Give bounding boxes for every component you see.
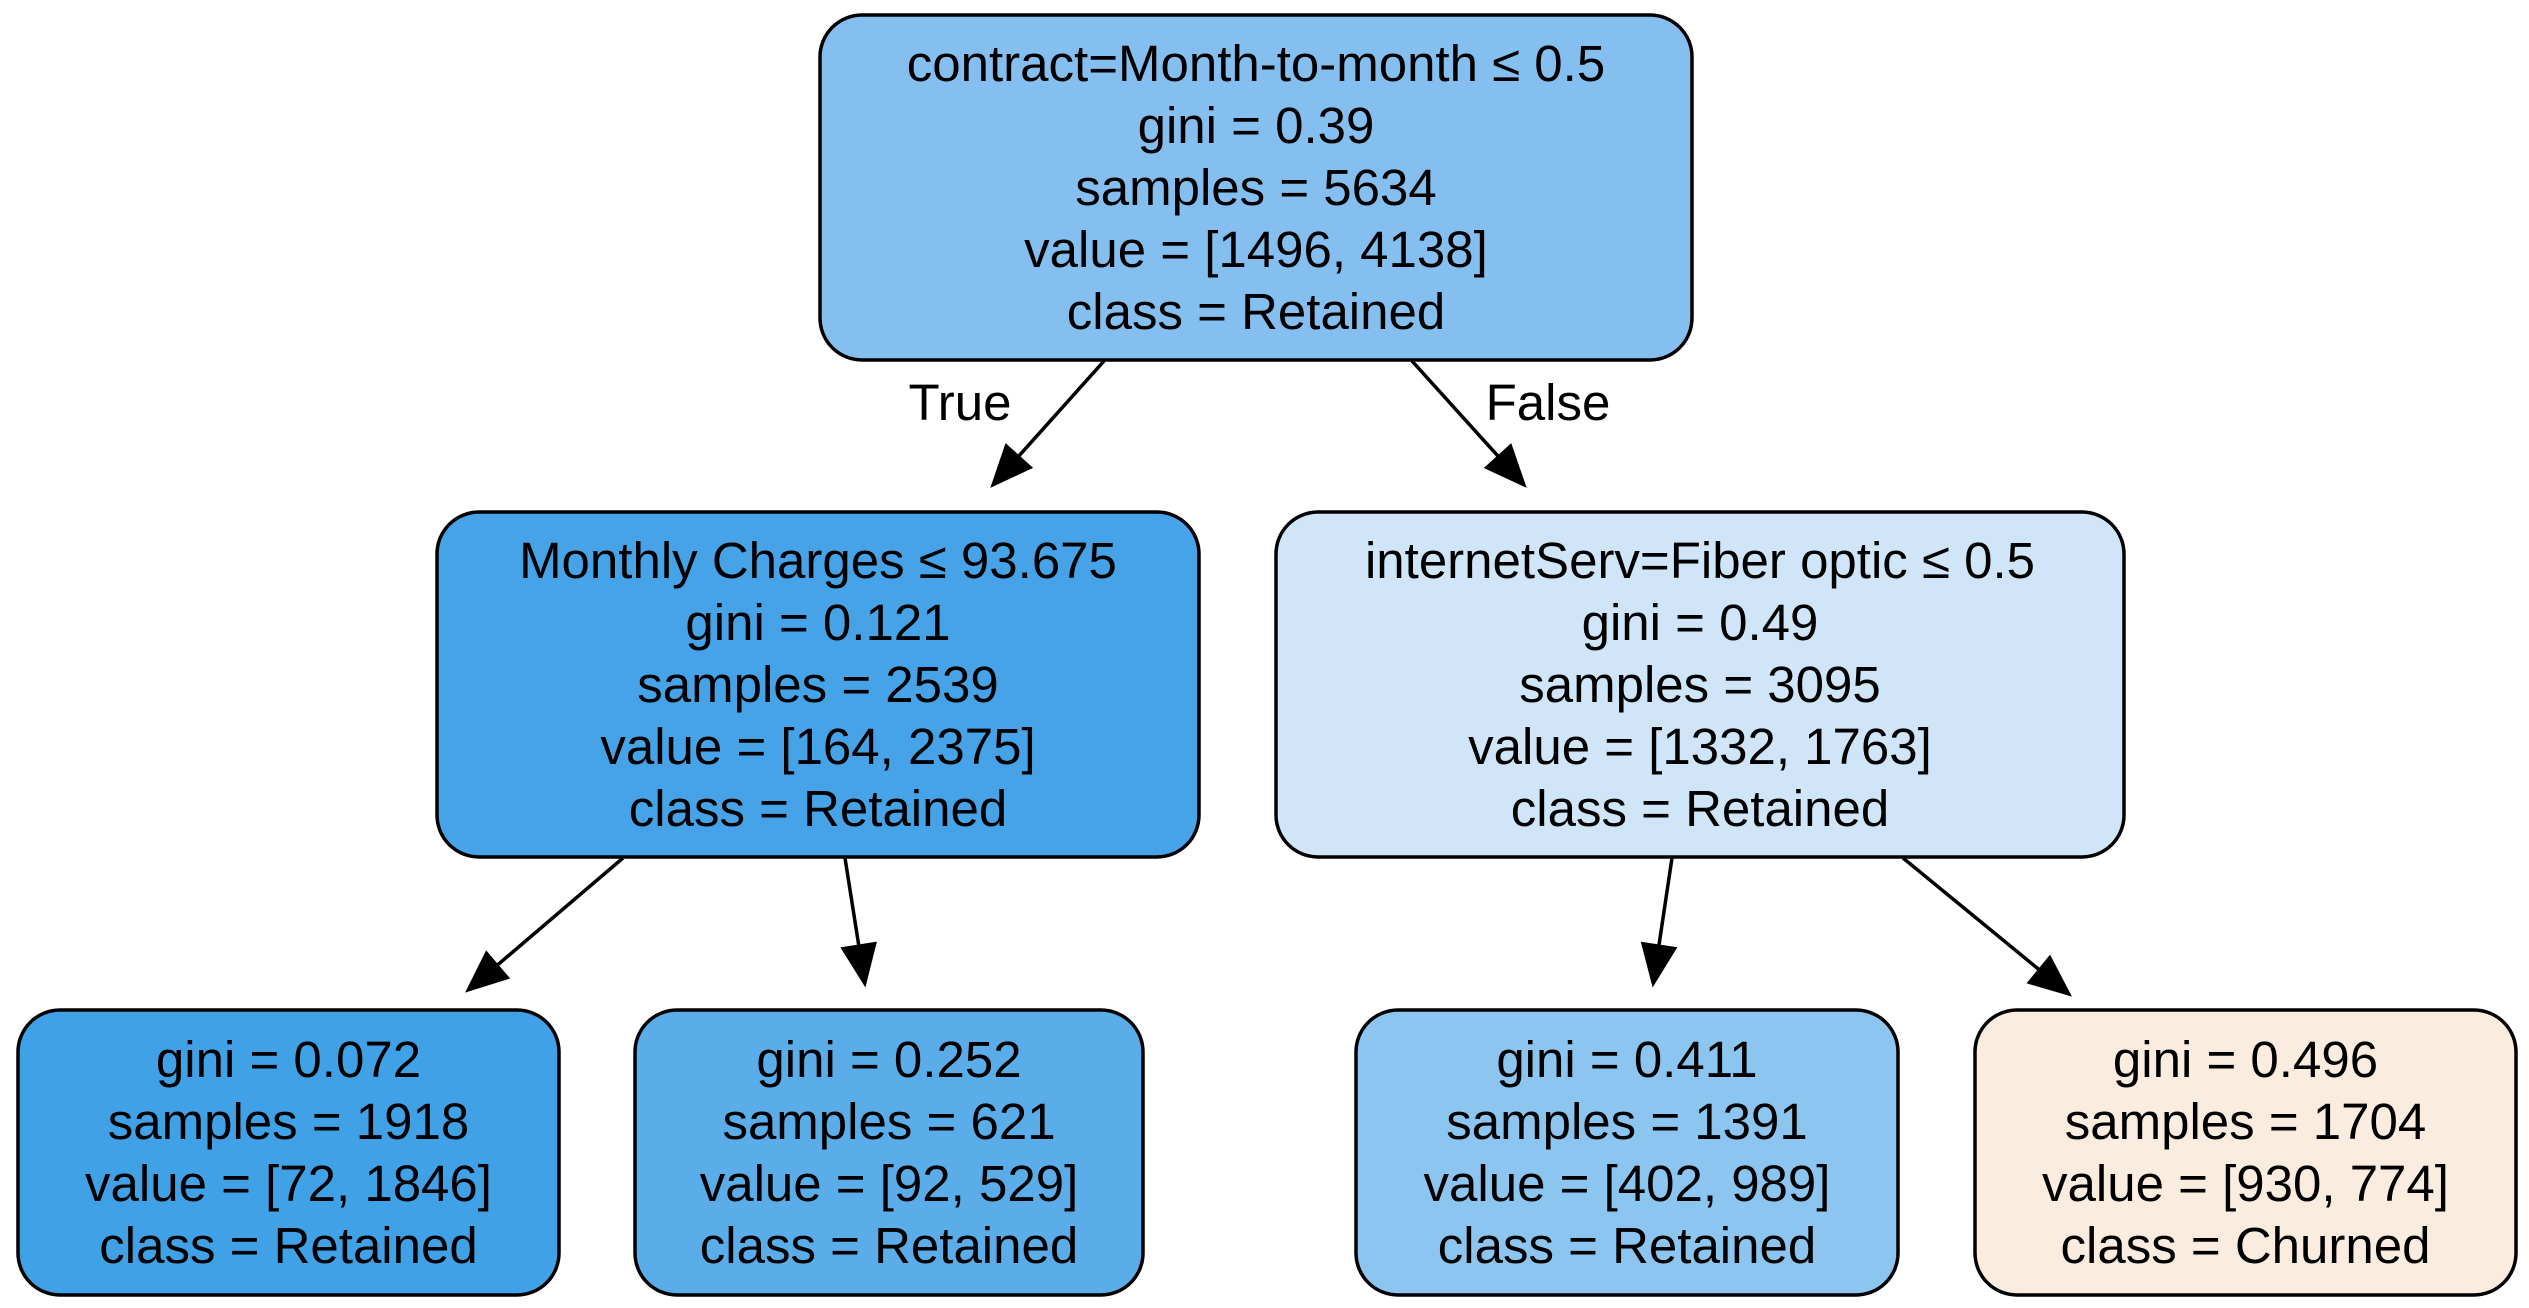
- node-line: value = [1496, 4138]: [1024, 221, 1488, 278]
- node-line: value = [164, 2375]: [600, 718, 1035, 775]
- node-line: class = Retained: [1438, 1217, 1816, 1274]
- node-line: samples = 1704: [2065, 1093, 2426, 1150]
- node-box: [1274, 510, 2126, 859]
- node-box: [1354, 1008, 1900, 1297]
- node-line: samples = 3095: [1519, 656, 1880, 713]
- node-box: [633, 1008, 1145, 1297]
- arrowhead-icon: [840, 941, 877, 988]
- edge-label-false: False: [1486, 374, 1611, 431]
- edge-line: [1657, 857, 1674, 946]
- edges-layer: True False: [465, 359, 2072, 997]
- node-line: gini = 0.39: [1138, 97, 1375, 154]
- node-line: class = Retained: [700, 1217, 1078, 1274]
- node-line: gini = 0.121: [685, 594, 950, 651]
- node-line: contract=Month-to-month ≤ 0.5: [907, 35, 1605, 92]
- node-box: [435, 510, 1201, 859]
- arrowhead-icon: [1640, 941, 1678, 988]
- node-box: [818, 13, 1694, 362]
- edge-line: [1901, 856, 2041, 971]
- node-line: gini = 0.49: [1582, 594, 1819, 651]
- node-line: gini = 0.496: [2113, 1031, 2378, 1088]
- node-line: gini = 0.252: [756, 1031, 1021, 1088]
- edge-line: [1410, 359, 1500, 458]
- node-line: value = [402, 989]: [1424, 1155, 1831, 1212]
- edge-root-right: False: [1410, 359, 1611, 488]
- node-line: samples = 621: [722, 1093, 1055, 1150]
- node-line: samples = 5634: [1075, 159, 1436, 216]
- node-line: samples = 1391: [1446, 1093, 1807, 1150]
- node-line: Monthly Charges ≤ 93.675: [519, 532, 1117, 589]
- node-box: [16, 1008, 561, 1297]
- node-line: class = Churned: [2061, 1217, 2431, 1274]
- node-line: samples = 2539: [637, 656, 998, 713]
- node-line: samples = 1918: [108, 1093, 469, 1150]
- node-box: [1973, 1008, 2518, 1297]
- node-line: class = Retained: [1067, 283, 1445, 340]
- arrowhead-icon: [2026, 954, 2072, 997]
- node-line: gini = 0.072: [156, 1031, 421, 1088]
- edge-line: [496, 856, 625, 967]
- edge-right-leaf4: [1901, 856, 2072, 997]
- edge-left-leaf1: [465, 856, 625, 993]
- edge-left-leaf2: [840, 857, 877, 988]
- node-line: class = Retained: [99, 1217, 477, 1274]
- node-line: class = Retained: [1511, 780, 1889, 837]
- node-line: value = [1332, 1763]: [1468, 718, 1932, 775]
- node-line: value = [930, 774]: [2042, 1155, 2449, 1212]
- arrowhead-icon: [465, 950, 511, 993]
- node-line: value = [72, 1846]: [85, 1155, 492, 1212]
- edge-root-left: True: [909, 359, 1106, 488]
- node-line: class = Retained: [629, 780, 1007, 837]
- arrowhead-icon: [990, 443, 1034, 488]
- node-line: internetServ=Fiber optic ≤ 0.5: [1365, 532, 2035, 589]
- edge-line: [843, 857, 861, 946]
- node-line: value = [92, 529]: [700, 1155, 1079, 1212]
- edge-line: [1017, 359, 1106, 458]
- node-line: gini = 0.411: [1496, 1031, 1757, 1088]
- edge-label-true: True: [909, 374, 1012, 431]
- edge-right-leaf3: [1640, 857, 1678, 988]
- arrowhead-icon: [1483, 443, 1527, 488]
